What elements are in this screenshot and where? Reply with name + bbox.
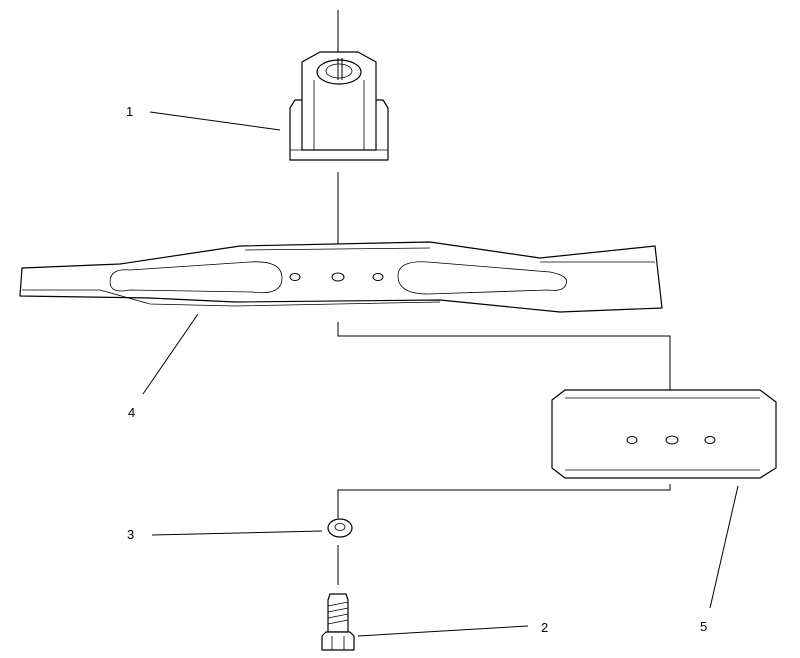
mower-blade [19, 241, 663, 313]
callout-4: 4 [128, 405, 136, 420]
leader-2 [357, 625, 529, 637]
callout-1: 1 [126, 104, 134, 119]
blade-adapter [289, 10, 389, 268]
leader-5 [709, 485, 739, 609]
bolt [321, 593, 355, 651]
callout-5: 5 [700, 619, 708, 634]
washer [327, 518, 353, 538]
callout-2: 2 [541, 620, 549, 635]
stiffener-plate [551, 389, 777, 479]
callout-3: 3 [127, 527, 135, 542]
leader-3 [151, 530, 323, 536]
leader-1 [149, 111, 281, 131]
leader-lines [142, 111, 739, 637]
leader-4 [142, 313, 199, 395]
